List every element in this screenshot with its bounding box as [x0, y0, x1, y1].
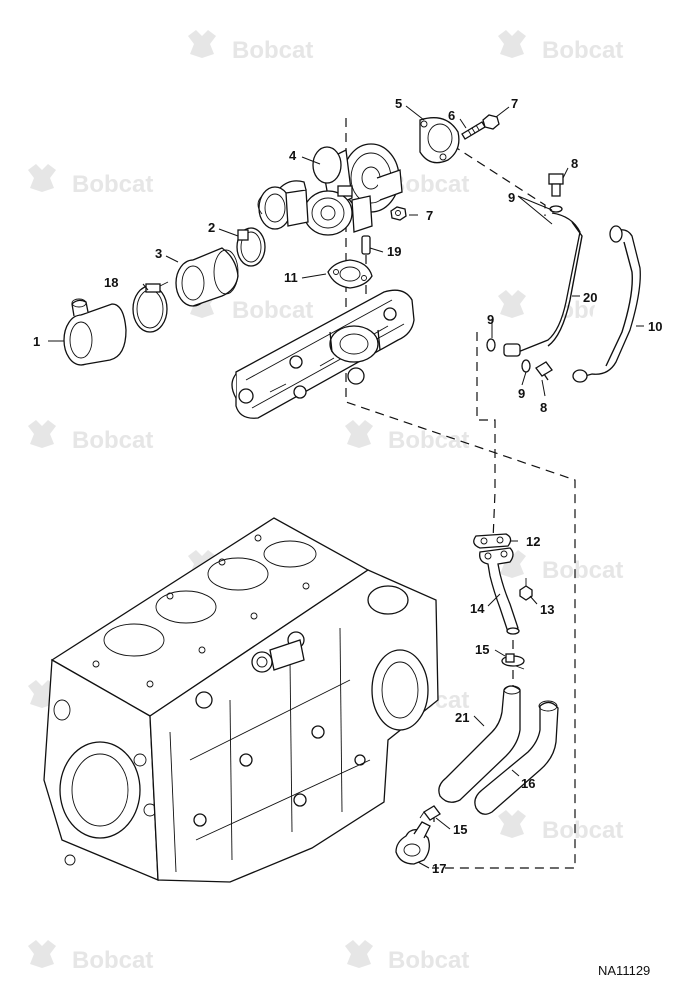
hex-nut: [390, 206, 407, 221]
callout-1: 1: [33, 334, 40, 349]
watermark-logo: Bobcat: [28, 940, 153, 974]
watermark-text: Bobcat: [72, 171, 153, 198]
watermark-text: Bobcat: [232, 297, 313, 324]
callout-7: 7: [426, 208, 433, 223]
watermark-text: Bobcat: [388, 947, 469, 974]
callout-12: 12: [526, 534, 540, 549]
callout-9: 9: [508, 190, 515, 205]
watermark-logo: Bobcat: [345, 940, 469, 974]
coolant-hose: [474, 700, 559, 815]
sealing-washer: [521, 359, 531, 373]
exhaust-manifold: [231, 289, 415, 419]
watermark-text: Bobcat: [388, 427, 469, 454]
flange-bolt: [519, 578, 533, 601]
engine-block: [43, 517, 439, 883]
watermark-logo: Bobcat: [188, 30, 313, 64]
callout-5: 5: [395, 96, 402, 111]
watermark-logo: Bobcat: [28, 164, 153, 198]
watermark-text: Bobcat: [72, 427, 153, 454]
rubber-hose: [175, 247, 239, 307]
callout-21: 21: [455, 710, 469, 725]
turbocharger: [257, 143, 403, 236]
watermark-text: Bobcat: [542, 37, 623, 64]
callout-16: 16: [521, 776, 535, 791]
oil-return-pipe: [479, 547, 520, 635]
exhaust-gasket: [327, 259, 373, 289]
callout-20: 20: [583, 290, 597, 305]
callout-7: 7: [511, 96, 518, 111]
callout-17: 17: [432, 861, 446, 876]
dowel-pin: [361, 235, 371, 255]
callout-11: 11: [284, 270, 298, 285]
sealing-washer: [486, 338, 496, 352]
hose-clamp: [419, 805, 441, 821]
callout-15: 15: [475, 642, 489, 657]
callout-9: 9: [518, 386, 525, 401]
callout-10: 10: [648, 319, 662, 334]
watermark-logo: Bobcat: [345, 420, 469, 454]
drawing-number: NA11129: [598, 963, 650, 978]
watermark-text: Bobcat: [232, 37, 313, 64]
banjo-bolt: [535, 361, 553, 381]
watermark-logo: Bobcat: [498, 550, 623, 584]
elbow-fitting: [395, 821, 431, 865]
callout-14: 14: [470, 601, 485, 616]
leader-lines: [48, 105, 644, 869]
watermark-logo: Bobcat: [28, 420, 153, 454]
callout-2: 2: [208, 220, 215, 235]
callout-8: 8: [540, 400, 547, 415]
hose-clamp: [236, 227, 266, 267]
inlet-elbow-pipe: [63, 298, 127, 366]
callout-6: 6: [448, 108, 455, 123]
callout-3: 3: [155, 246, 162, 261]
watermark-logo: Bobcat: [498, 30, 623, 64]
callout-8: 8: [571, 156, 578, 171]
hose-clamp: [501, 653, 525, 670]
hose-clamp: [132, 281, 169, 333]
callout-19: 19: [387, 244, 401, 259]
callout-9: 9: [487, 312, 494, 327]
callout-15: 15: [453, 822, 467, 837]
callout-4: 4: [289, 148, 297, 163]
sealing-washer: [549, 205, 563, 213]
oil-feed-tube: [503, 212, 583, 357]
watermark-text: Bobcat: [72, 947, 153, 974]
flange-gasket: [419, 117, 460, 164]
pipe-flange-gasket: [473, 533, 512, 549]
oil-return-tube: [572, 225, 641, 383]
callout-18: 18: [104, 275, 118, 290]
callout-13: 13: [540, 602, 554, 617]
callout-labels: 1 2 3 4 5 6 7 7 8 8 9 9 9 10 11 12 13 14…: [33, 96, 662, 876]
hex-nut: [482, 114, 500, 130]
oil-return-hose: [438, 685, 521, 803]
watermark-logo: Bobcat: [498, 810, 623, 844]
watermark-text: Bobcat: [542, 557, 623, 584]
banjo-bolt: [548, 173, 564, 197]
stud: [461, 121, 486, 140]
watermark-text: Bobcat: [542, 817, 623, 844]
